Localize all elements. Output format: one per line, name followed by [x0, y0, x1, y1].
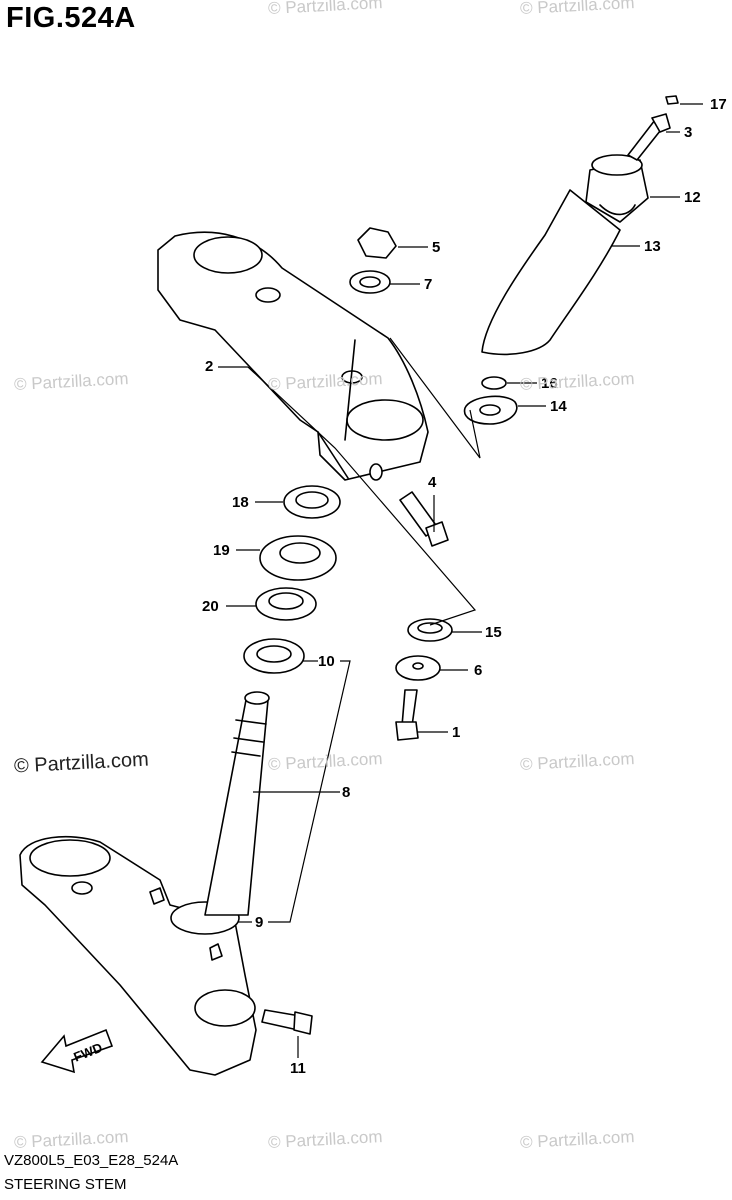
callout-14: 14	[550, 398, 567, 415]
leader-lines	[218, 103, 703, 1058]
callout-8: 8	[342, 784, 351, 801]
footer-code: VZ800L5_E03_E28_524A	[4, 1152, 179, 1169]
footer-title: STEERING STEM	[4, 1176, 127, 1193]
callout-2: 2	[205, 358, 214, 375]
callout-1: 1	[452, 724, 461, 741]
lower-bracket-part	[19, 835, 257, 1076]
figure-title: FIG.524A	[6, 2, 136, 34]
callout-16: 16	[541, 375, 558, 392]
callout-5: 5	[432, 239, 441, 256]
callout-20: 20	[202, 598, 219, 615]
callout-17: 17	[710, 96, 727, 113]
steering-stem-part	[204, 691, 270, 916]
callout-6: 6	[474, 662, 483, 679]
callout-10: 10	[318, 653, 335, 670]
callout-12: 12	[684, 189, 701, 206]
cover-tube-part	[481, 154, 649, 356]
callout-4: 4	[428, 474, 437, 491]
forward-arrow-icon: FWD	[40, 1028, 114, 1074]
callout-9: 9	[255, 914, 264, 931]
upper-bracket-part	[157, 231, 429, 481]
callout-13: 13	[644, 238, 661, 255]
callout-18: 18	[232, 494, 249, 511]
small-parts	[243, 95, 679, 1035]
callout-19: 19	[213, 542, 230, 559]
callout-7: 7	[424, 276, 433, 293]
callout-3: 3	[684, 124, 693, 141]
callout-15: 15	[485, 624, 502, 641]
callout-11: 11	[290, 1060, 306, 1077]
